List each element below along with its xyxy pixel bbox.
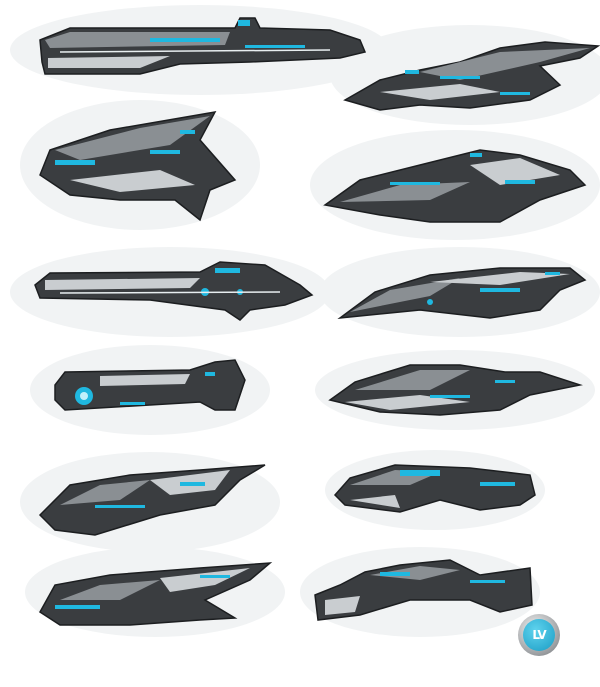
ship-4 [323,149,587,223]
ship-2 [343,41,600,111]
logo-mark: LV [523,619,555,651]
ship-6 [337,267,587,320]
ship-7 [54,359,246,411]
ship-11 [39,562,273,626]
watermark-logo: LV [518,614,560,656]
ship-5 [34,261,314,321]
ship-1 [39,17,367,75]
ship-12 [314,559,533,621]
ship-9 [38,464,266,536]
ship-3 [39,111,237,222]
ship-10 [333,464,536,513]
ship-8 [328,364,583,416]
